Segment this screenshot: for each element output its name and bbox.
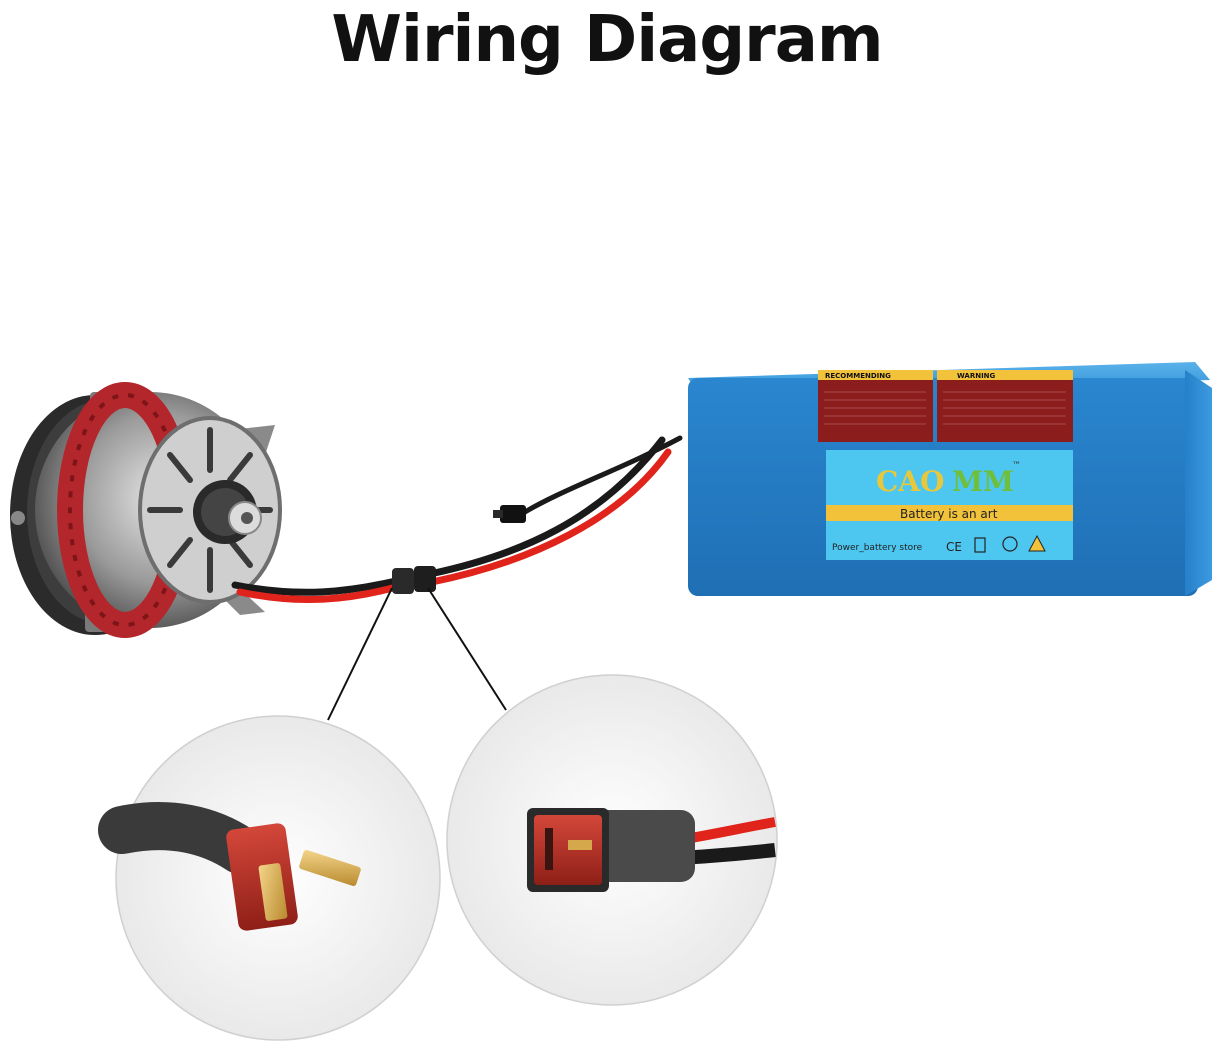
battery-cert-icons [974, 534, 1046, 553]
battery-brand-part1: CAO [876, 465, 944, 498]
battery-store-name: Power_battery store [832, 543, 923, 553]
battery-slogan: Battery is an art [900, 507, 998, 521]
alternator-motor-icon [10, 382, 282, 638]
page-title: Wiring Diagram [331, 3, 883, 77]
battery-warning-label: WARNING [957, 372, 996, 380]
lithium-battery-pack-icon [688, 362, 1212, 596]
t-plug-male-connector-icon [98, 715, 441, 1041]
battery-trademark: ™ [1012, 461, 1021, 471]
battery-brand-part2: MM [952, 465, 1014, 498]
battery-recommending-label: RECOMMENDING [825, 372, 891, 380]
wire-harness [231, 435, 683, 604]
t-plug-junction-icon [392, 566, 436, 594]
callout-lines [327, 587, 507, 721]
battery-ce-mark: CE [946, 540, 962, 554]
t-plug-female-connector-icon [446, 674, 778, 1006]
signal-connector-icon [493, 505, 526, 523]
